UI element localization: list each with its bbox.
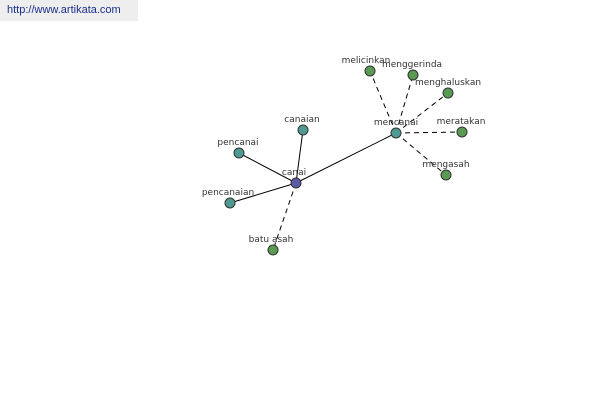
- node-dot[interactable]: [224, 197, 236, 209]
- node-dot[interactable]: [440, 169, 452, 181]
- node-dot[interactable]: [456, 126, 468, 138]
- node-dot[interactable]: [290, 177, 302, 189]
- node-label[interactable]: canaian: [284, 115, 319, 125]
- node-melicinkan[interactable]: melicinkan: [342, 56, 391, 77]
- nodes-layer: canai mencanai canaian pencanai pencanaian ba…: [202, 56, 486, 256]
- node-label[interactable]: mengasah: [422, 160, 469, 170]
- edge-mencanai-menghaluskan: [395, 92, 449, 134]
- node-mencanai[interactable]: mencanai: [374, 118, 418, 139]
- node-label[interactable]: menghaluskan: [415, 78, 481, 88]
- edge-canai-mencanai: [295, 132, 397, 184]
- edge-mencanai-meratakan: [395, 131, 463, 134]
- node-dot[interactable]: [390, 127, 402, 139]
- node-dot[interactable]: [364, 65, 376, 77]
- node-meratakan[interactable]: meratakan: [437, 117, 486, 138]
- node-label[interactable]: menggerinda: [382, 60, 442, 70]
- edge-canai-pencanaian: [229, 182, 297, 204]
- node-pencanai[interactable]: pencanai: [217, 138, 259, 159]
- edges-layer: [229, 70, 463, 251]
- node-label[interactable]: pencanai: [217, 138, 258, 148]
- node-canai[interactable]: canai: [282, 168, 306, 189]
- node-canaian[interactable]: canaian: [284, 115, 320, 136]
- node-dot[interactable]: [267, 244, 279, 256]
- node-label[interactable]: meratakan: [437, 117, 486, 127]
- edge-canai-batu-asah: [272, 182, 297, 251]
- node-dot[interactable]: [233, 147, 245, 159]
- node-label[interactable]: mencanai: [374, 118, 418, 128]
- node-label[interactable]: melicinkan: [342, 56, 391, 66]
- node-menghaluskan[interactable]: menghaluskan: [415, 78, 481, 99]
- edge-canai-pencanai: [238, 152, 297, 184]
- watermark-url: http://www.artikata.com: [0, 0, 138, 21]
- node-batu-asah[interactable]: batu asah: [249, 235, 294, 256]
- node-dot[interactable]: [297, 124, 309, 136]
- node-label[interactable]: pencanaian: [202, 188, 254, 198]
- node-mengasah[interactable]: mengasah: [422, 160, 470, 181]
- node-dot[interactable]: [407, 69, 419, 81]
- node-dot[interactable]: [442, 87, 454, 99]
- node-pencanaian[interactable]: pencanaian: [202, 188, 254, 209]
- node-menggerinda[interactable]: menggerinda: [382, 60, 442, 81]
- node-label[interactable]: canai: [282, 168, 306, 178]
- edge-mencanai-menggerinda: [395, 74, 414, 134]
- edge-mencanai-mengasah: [395, 132, 447, 176]
- edge-mencanai-melicinkan: [369, 70, 397, 134]
- node-label[interactable]: batu asah: [249, 235, 294, 245]
- edge-canai-canaian: [295, 129, 304, 184]
